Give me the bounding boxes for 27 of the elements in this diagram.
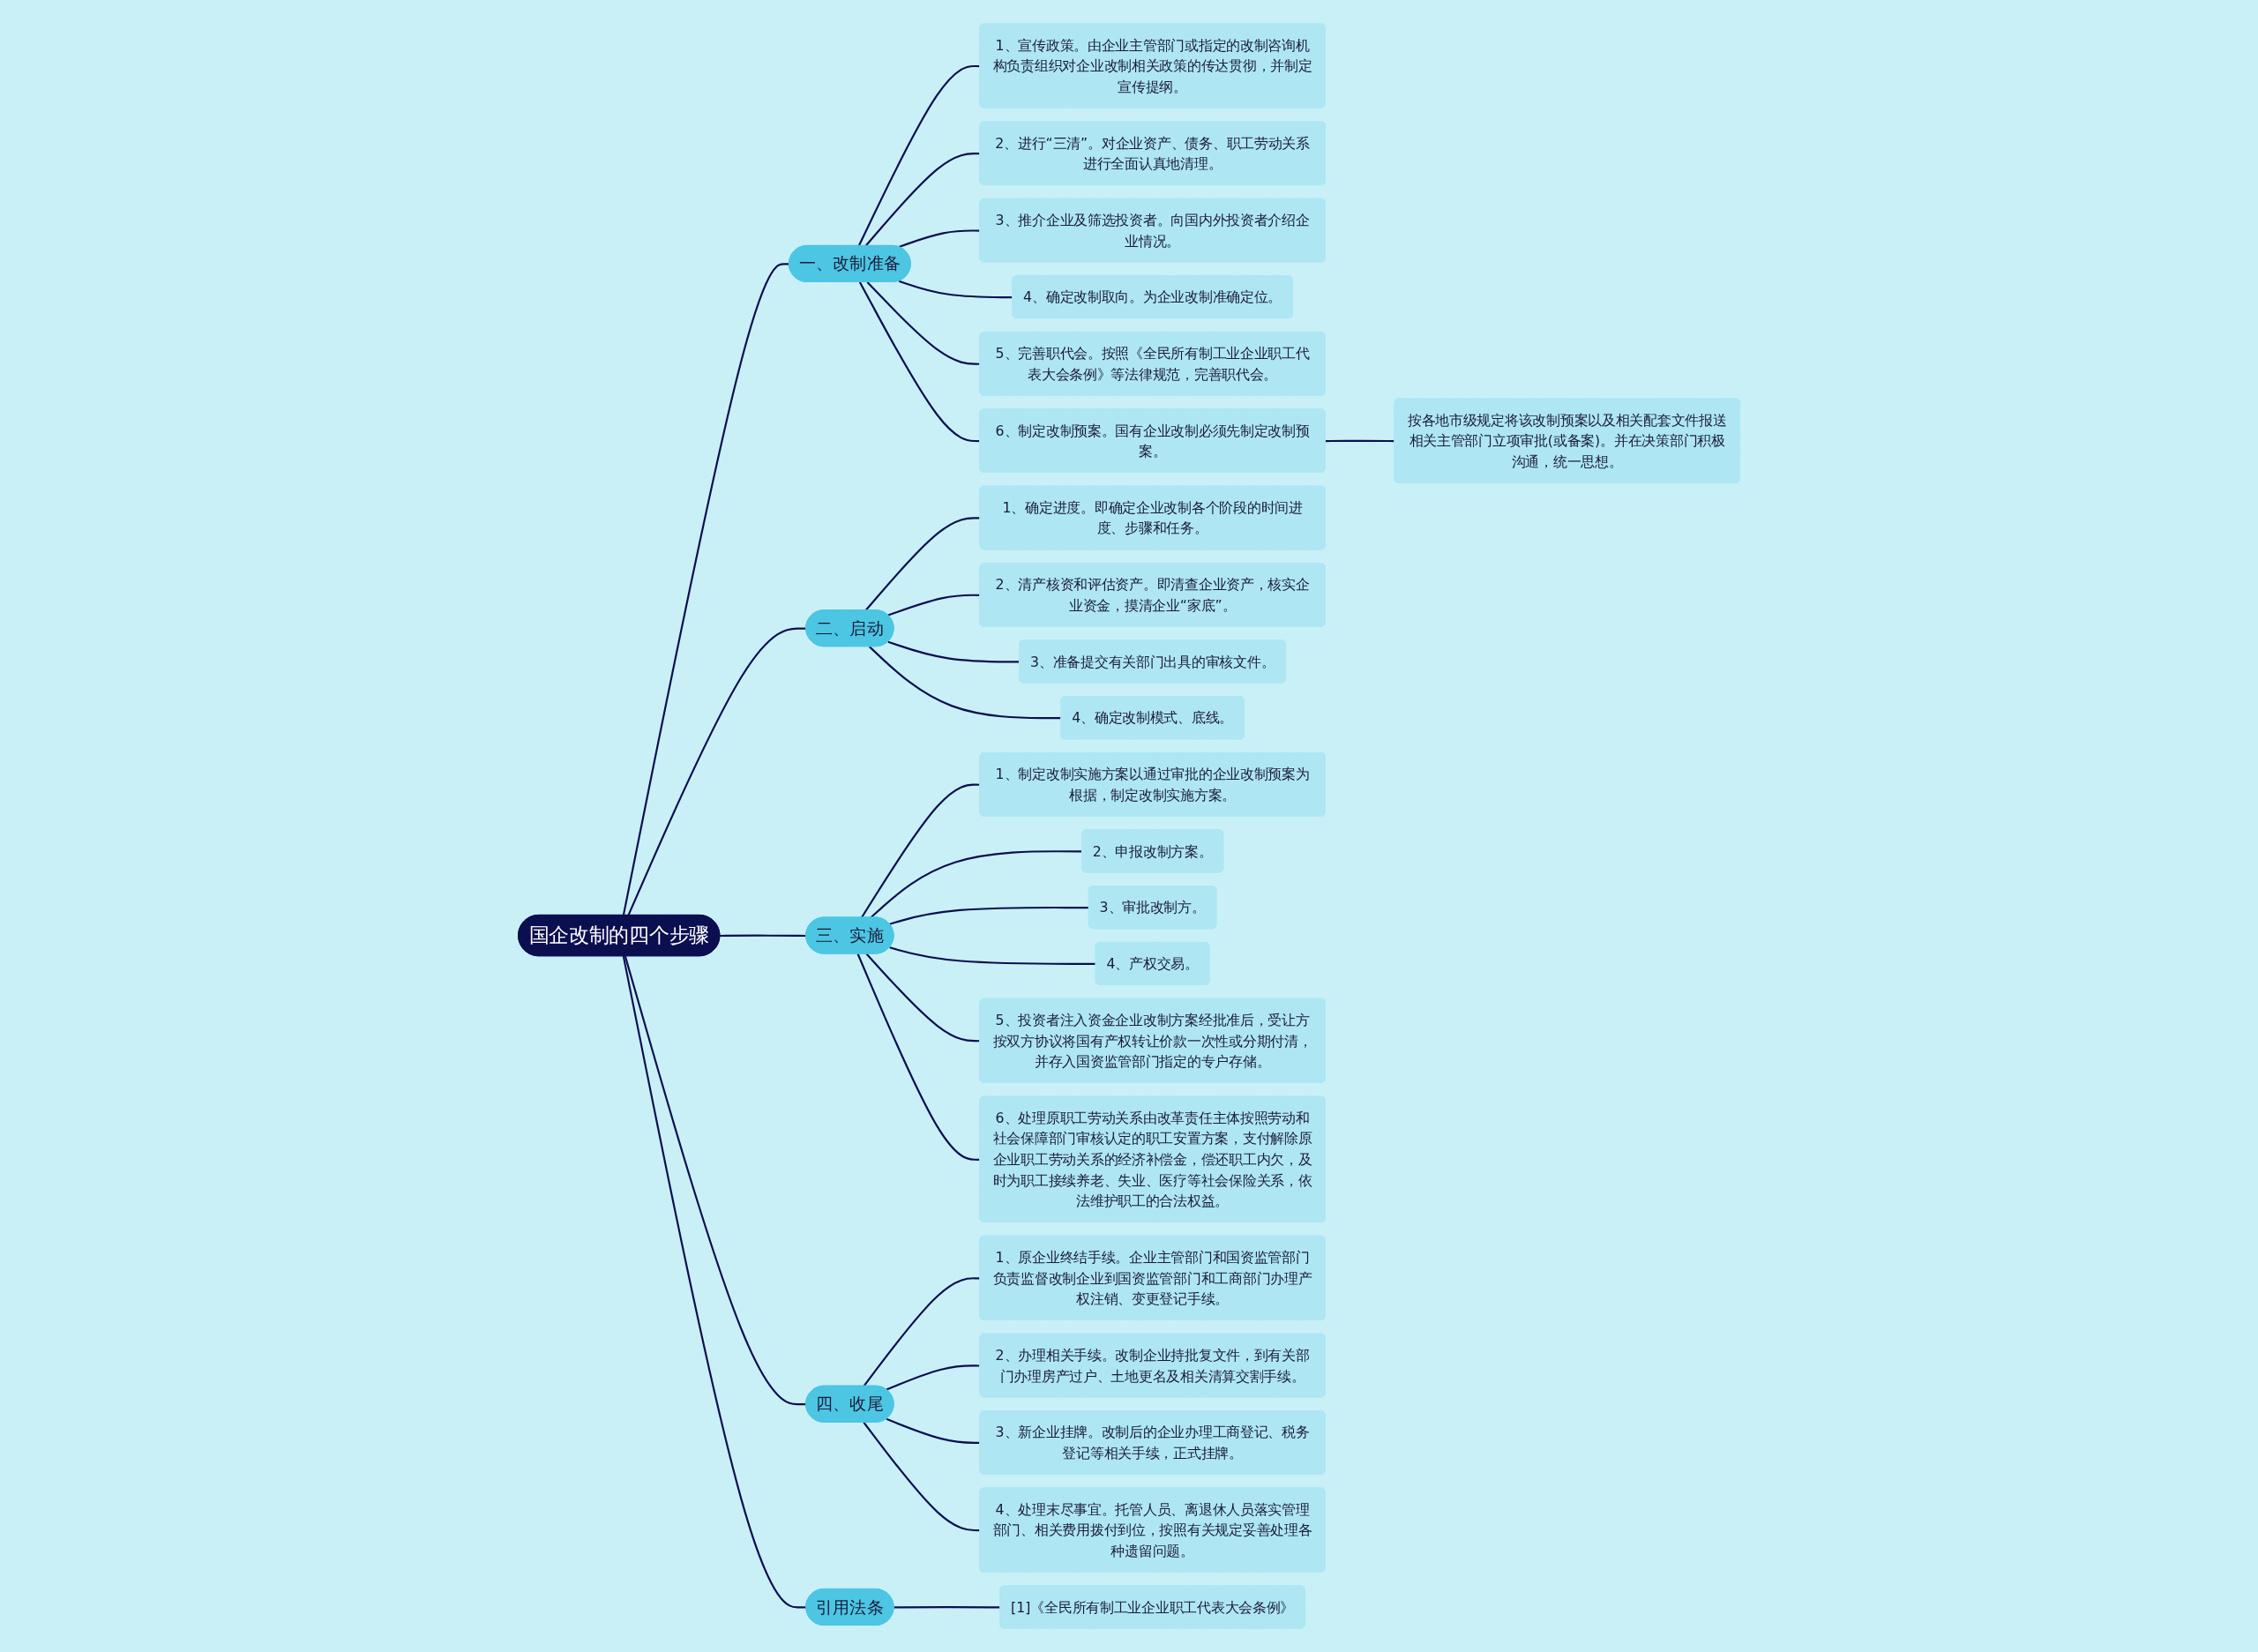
connector	[860, 783, 981, 919]
connector	[622, 955, 807, 1609]
connector	[870, 850, 1082, 919]
connector	[866, 281, 981, 365]
connector	[863, 1277, 981, 1387]
connector	[868, 646, 1062, 720]
connector	[1325, 439, 1395, 443]
connector	[864, 153, 981, 247]
connector	[898, 280, 1013, 299]
connector	[889, 906, 1089, 925]
connector	[887, 594, 981, 617]
connector	[886, 1364, 981, 1391]
connector	[889, 946, 1096, 965]
connector	[893, 1606, 1001, 1609]
connector	[622, 263, 789, 916]
connector	[856, 953, 981, 1161]
connector	[898, 229, 981, 249]
connector	[864, 517, 981, 611]
connector	[863, 1422, 981, 1532]
connector	[858, 281, 981, 443]
connector	[857, 64, 981, 247]
connector	[886, 1417, 981, 1444]
connector	[865, 953, 981, 1043]
connector	[887, 640, 1021, 663]
connector	[627, 627, 807, 916]
connector	[624, 955, 807, 1406]
connector	[720, 934, 807, 938]
